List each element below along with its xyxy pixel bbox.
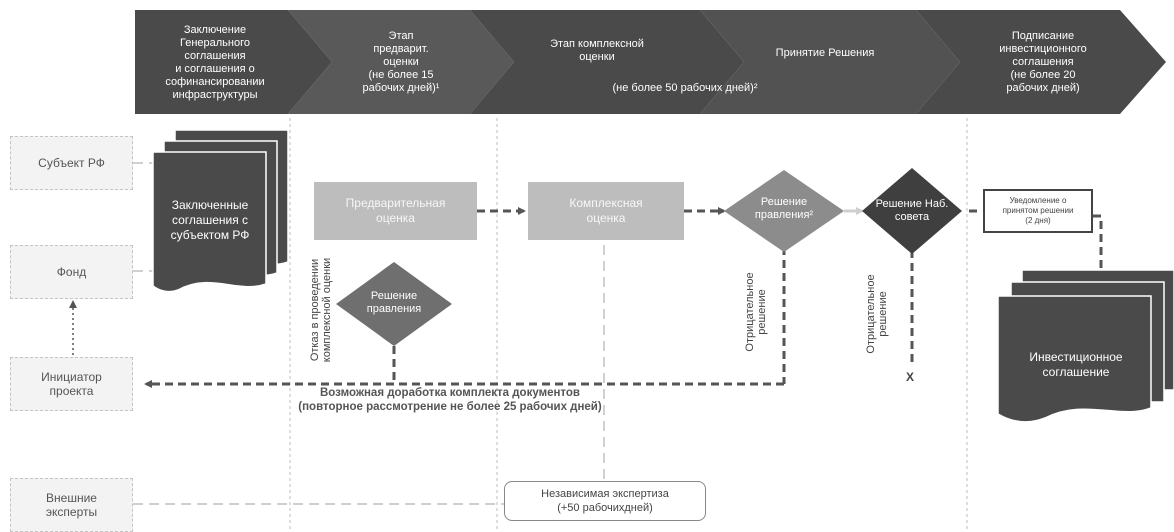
stage-chevron-1: [135, 10, 332, 114]
lane-experts: Внешние эксперты: [10, 478, 133, 532]
stage-separators: [289, 118, 968, 532]
lane-subject-rf-label: Субъект РФ: [38, 156, 105, 170]
stage-chevron-5: [916, 10, 1166, 114]
supervisory-decision-label: Решение Наб. совета: [875, 198, 949, 223]
end-mark: X: [906, 370, 915, 384]
board-decision-2-label: Решение правления²: [754, 196, 814, 221]
lane-subject-rf: Субъект РФ: [10, 136, 133, 190]
investment-document-stack: [997, 269, 1174, 423]
independent-expertise-box: Независимая экспертиза (+50 рабочихдней): [504, 481, 706, 521]
agreements-document-label: Заключенные соглашения с субъектом РФ: [170, 197, 250, 242]
stage-2-label: Этап предварит. оценки (не более 15 рабо…: [362, 29, 440, 94]
rework-caption: Возможная доработка комплекта документов…: [298, 387, 602, 413]
lane-fund-label: Фонд: [56, 265, 87, 279]
lane-initiator: Инициатор проекта: [10, 357, 133, 411]
stage-chevron-4: [700, 10, 960, 114]
board-decision-diamond-1: [336, 262, 452, 346]
board-decision-diamond-2: [724, 170, 844, 252]
stage-3-4-duration: (не более 50 рабочих дней)²: [612, 81, 758, 94]
negative-decision-2-label: Отрицательное решение: [865, 274, 889, 354]
stage-5-label: Подписание инвестиционного соглашения (н…: [999, 29, 1087, 94]
investment-document-label: Инвестиционное соглашение: [1029, 350, 1123, 379]
refusal-label: Отказ в проведении комплексной оценки: [309, 257, 333, 363]
stage-4-label: Принятие Решения: [775, 46, 875, 59]
agreements-document-stack: [152, 129, 289, 293]
stage-1-label: Заключение Генерального соглашения и сог…: [165, 24, 265, 101]
preliminary-assessment-box: Предварительная оценка: [314, 182, 477, 240]
lane-connectors: [133, 162, 605, 505]
board-decision-1-label: Решение правления: [366, 290, 422, 315]
flow-connectors: [144, 207, 1103, 388]
stage-chevron-2: [288, 10, 514, 114]
negative-decision-1-label: Отрицательное решение: [744, 272, 768, 352]
lane-fund: Фонд: [10, 245, 133, 299]
stage-header-bar: [135, 10, 1166, 114]
lane-experts-label: Внешние эксперты: [45, 491, 98, 519]
complex-assessment-box: Комплексная оценка: [528, 182, 684, 240]
lane-initiator-label: Инициатор проекта: [41, 370, 102, 398]
supervisory-decision-diamond: [862, 168, 962, 254]
stage-chevron-3: [470, 10, 744, 114]
stage-3-label: Этап комплексной оценки: [550, 38, 644, 63]
decision-notification-box: Уведомление о принятом решении (2 дня): [983, 189, 1093, 233]
